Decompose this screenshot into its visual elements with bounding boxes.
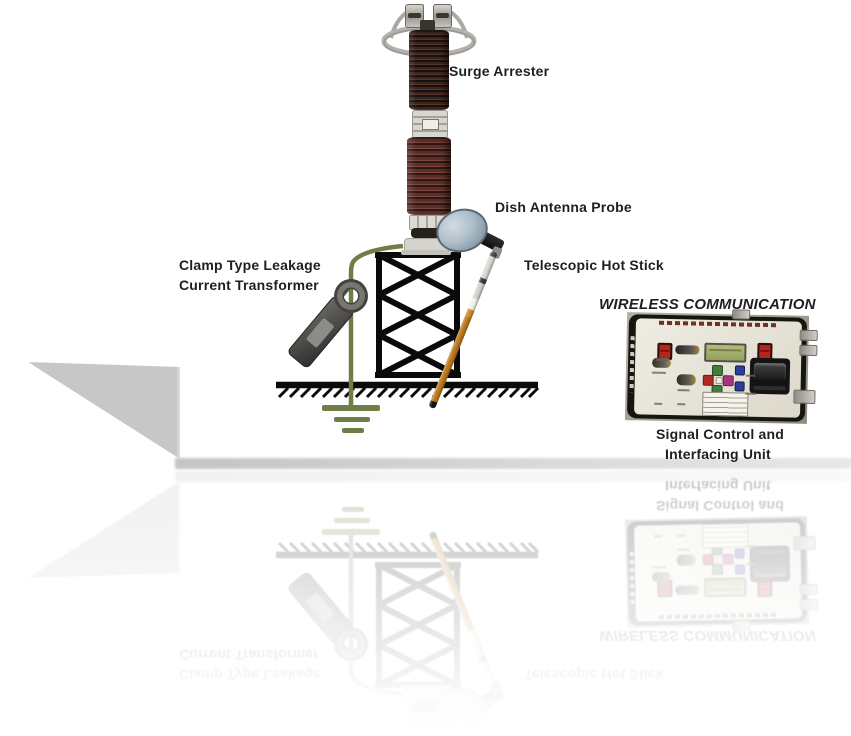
arrester-dark-collar: [411, 228, 443, 238]
panel-printer: [749, 357, 791, 395]
arrester-lower-insulator: [407, 137, 451, 215]
clamp-ct-label-line1: Clamp Type Leakage: [179, 257, 321, 273]
panel-spec-label: [701, 391, 749, 417]
panel-lcd-display: [704, 342, 747, 363]
signal-control-unit-photo: [624, 309, 818, 424]
diagram-scene: Surge Arrester Dish Antenna Probe Telesc…: [0, 0, 851, 470]
arrester-top-terminal-left: [405, 4, 424, 28]
panel-mini-label: [745, 374, 755, 377]
earth-ground-symbol: [322, 405, 380, 433]
arrester-middle-flange: [412, 110, 448, 139]
floor-shadow-band: [175, 458, 851, 469]
panel-key-up: [711, 364, 724, 377]
panel-latch-right-1: [799, 329, 818, 342]
clamp-current-transformer: [288, 279, 368, 368]
panel-mini-label: [677, 403, 686, 406]
panel-mini-label: [656, 358, 669, 361]
panel-latch-right-3: [793, 389, 816, 405]
arrester-base-plate: [401, 250, 451, 255]
panel-blue-button-2: [734, 381, 745, 392]
wireless-communication-label: WIRELESS COMMUNICATION: [599, 296, 816, 313]
ground-hatching: [276, 381, 540, 399]
panel-latch-right-2: [799, 344, 818, 357]
panel-bnc-connector: [675, 345, 700, 355]
panel-key-center: [715, 376, 723, 385]
clamp-ct-label-line2: Current Transformer: [179, 277, 319, 293]
floor-reflection: Surge Arrester Dish Antenna Probe Telesc…: [0, 470, 851, 736]
surge-arrester-label: Surge Arrester: [449, 63, 550, 79]
arrester-upper-insulator: [409, 30, 449, 110]
panel-mini-label: [745, 392, 757, 395]
tower: [375, 252, 461, 378]
arrester-top-terminal-right: [433, 4, 452, 28]
signal-unit-label-line1: Signal Control and: [656, 426, 785, 442]
dish-antenna-probe-label: Dish Antenna Probe: [495, 199, 632, 215]
panel-mini-label: [677, 389, 690, 392]
reflection-fade-overlay: [0, 470, 851, 736]
telescopic-hot-stick-label: Telescopic Hot Stick: [524, 257, 664, 273]
panel-connector-3: [676, 374, 696, 386]
panel-key-right: [722, 375, 734, 387]
ground-wire: [322, 243, 404, 433]
panel-blue-button-1: [734, 365, 746, 376]
signal-unit-label-line2: Interfacing Unit: [665, 446, 771, 462]
panel-mini-label: [651, 371, 666, 374]
signal-control-unit-case: [626, 309, 818, 422]
panel-mini-label: [654, 402, 663, 405]
